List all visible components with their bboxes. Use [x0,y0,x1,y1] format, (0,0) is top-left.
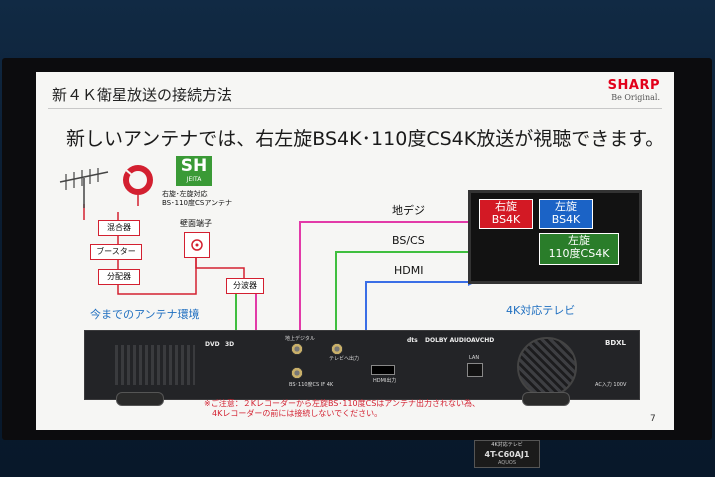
terrestrial-in-port[interactable] [291,343,303,355]
tile-left110-line2: 110度CS4K [548,247,610,260]
distributor-box: 分配器 [98,269,140,285]
tv-out-port[interactable] [331,343,343,355]
bscs-line [335,251,468,368]
recorder-foot-left [116,392,164,406]
bs-in-label: BS･110度CS IF 4K [289,382,334,388]
caution-line1: ※ご注意：２Kレコーダーから左旋BS･110度CSはアンテナ出力されない為、 [204,399,480,408]
jeita-label: JEITA [186,176,202,183]
antenna-environment-caption: 今までのアンテナ環境 [90,308,200,321]
brand-tagline: Be Original. [611,93,660,102]
caution-line2: 4Kレコーダーの前には接続しないでください。 [212,409,383,418]
dish-caption-line2: BS･110度CSアンテナ [162,199,233,207]
tv-caption: 4K対応テレビ [506,304,576,317]
mixer-box: 混合器 [98,220,140,236]
brand-logo: SHARP Be Original. [608,78,660,102]
tile-left-line1: 左旋 [555,200,577,213]
sh-mark-badge: SH JEITA [176,156,212,186]
wall-to-splitter-cable [195,256,245,278]
tv-out-label: テレビへ出力 [329,356,360,362]
dish-caption: 右旋･左旋対応 BS･110度CSアンテナ [162,190,232,208]
stand-card-top: 4K対応テレビ [491,442,523,448]
dts-logo: dts [407,337,418,344]
cooling-fan [517,337,577,397]
bdxl-logo: BDXL [605,339,627,347]
terrestrial-line-label: 地デジ [392,204,425,217]
lan-label: LAN [469,355,480,361]
slide-header: 新４Ｋ衛星放送の接続方法 SHARP Be Original. [36,72,674,116]
slide-title: 新４Ｋ衛星放送の接続方法 [52,86,233,104]
tile-left-110cs4k: 左旋 110度CS4K [539,233,619,265]
headline: 新しいアンテナでは、右左旋BS4K･110度CS4K放送が視聴できます。 [66,128,665,150]
lan-port[interactable] [467,363,483,377]
stand-card-model: 4T-C60AJ1 [484,450,530,459]
slide: 新４Ｋ衛星放送の接続方法 SHARP Be Original. 新しいアンテナで… [36,72,674,430]
dish-caption-line1: 右旋･左旋対応 [162,190,208,198]
bscs-line-label: BS/CS [392,234,425,247]
bs-in-port[interactable] [291,367,303,379]
antenna-cable [83,204,197,295]
tv-icon: 右旋 BS4K 左旋 BS4K 左旋 110度CS4K [468,190,642,284]
wall-terminal-label: 壁面端子 [180,219,212,228]
recorder-foot-right [522,392,570,406]
terrestrial-antenna-icon [59,168,109,208]
stand-card: 4K対応テレビ 4T-C60AJ1 AQUOS [474,440,540,468]
caution-note: ※ご注意：２Kレコーダーから左旋BS･110度CSはアンテナ出力されない為、 4… [204,399,480,419]
tile-right-bs4k: 右旋 BS4K [479,199,533,229]
recorder-vent [115,345,195,385]
tile-left110-line1: 左旋 [568,234,590,247]
tile-right-line2: BS4K [491,213,521,226]
hdmi-out-label: HDMI出力 [373,378,397,384]
dolby-logo: DOLBY AUDIO [425,337,472,344]
wall-terminal-icon [184,232,210,258]
power-label: AC入力 100V [595,382,627,388]
avchd-logo: AVCHD [471,337,495,344]
hdmi-out-port[interactable] [371,365,395,375]
recorder-rear-panel: DVD 3D 地上デジタル BS･110度CS IF 4K テレビへ出力 HDM… [84,330,640,400]
header-divider [48,108,662,109]
terrestrial-in-label: 地上デジタル [285,336,315,342]
hdmi-line-label: HDMI [394,264,424,277]
page-number: 7 [650,414,656,424]
tile-left-line2: BS4K [551,213,581,226]
satellite-dish-icon [123,165,153,206]
brand-name: SHARP [607,78,660,93]
booster-box: ブースター [90,244,142,260]
sh-mark: SH [180,156,208,176]
dvd-logo: DVD [205,341,220,348]
terrestrial-line [299,221,468,344]
stand-card-sub: AQUOS [497,460,517,466]
splitter-box: 分波器 [226,278,264,294]
tile-right-line1: 右旋 [495,200,517,213]
3d-logo: 3D [225,341,235,348]
tile-left-bs4k: 左旋 BS4K [539,199,593,229]
